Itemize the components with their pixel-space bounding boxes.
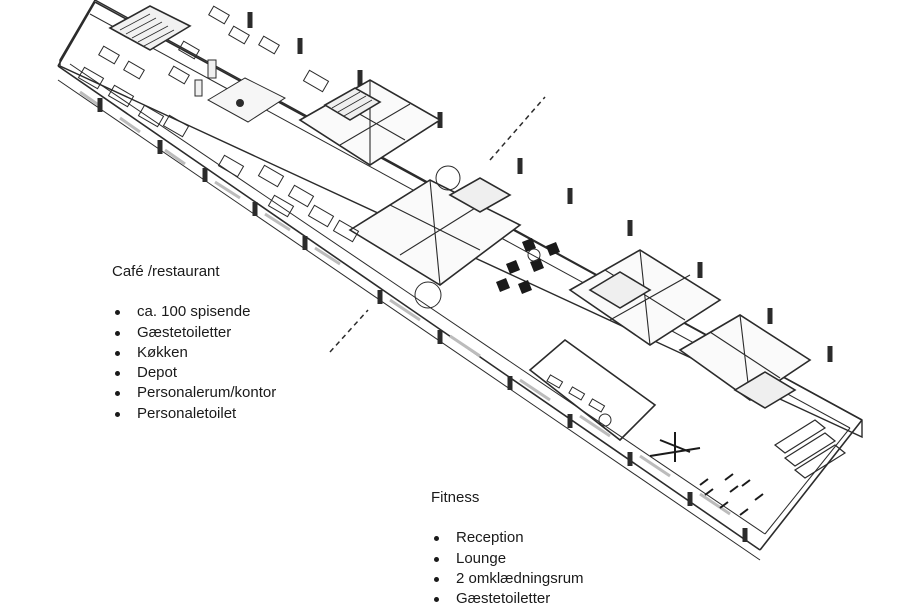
- bullet-icon: [115, 371, 120, 377]
- bullet-icon: [115, 310, 120, 316]
- round-table-1: [435, 165, 461, 191]
- column-2: [194, 79, 203, 97]
- bullet-icon: [434, 597, 439, 603]
- fitness-equipment: [649, 432, 764, 516]
- left-end-wall: [57, 1, 96, 67]
- lounge-table: [527, 248, 541, 262]
- front-wall-inner: [69, 63, 766, 535]
- column-1: [207, 59, 217, 79]
- fitness-lounge-seats: [546, 374, 612, 427]
- bullet-icon: [115, 411, 120, 417]
- list-item: Lounge: [431, 549, 584, 569]
- middle-partitions: [389, 179, 481, 286]
- bullet-icon: [115, 391, 120, 397]
- section-line-upper: [489, 96, 546, 161]
- round-table-2: [414, 281, 442, 309]
- list-item: ca. 100 spisende: [112, 302, 276, 322]
- right-end-wall: [759, 419, 863, 551]
- stair-core-2-steps: [331, 91, 373, 117]
- stair-core-5: [733, 371, 797, 409]
- list-item: Personaletoilet: [112, 404, 276, 424]
- front-windows: [79, 90, 731, 516]
- list-item: Gæstetoiletter: [112, 323, 276, 343]
- treadmills: [773, 419, 847, 479]
- bullet-icon: [115, 350, 120, 356]
- legend-cafe-list: ca. 100 spisende Gæstetoiletter Køkken D…: [112, 302, 276, 424]
- front-piers: [97, 98, 748, 542]
- front-wall-outer-base: [57, 79, 761, 561]
- legend-fitness-title: Fitness: [431, 489, 480, 506]
- list-item: Køkken: [112, 343, 276, 363]
- section-cut-lines: [329, 96, 546, 353]
- stair-core-3: [448, 177, 512, 213]
- list-item: Depot: [112, 363, 276, 383]
- cafe-tables: [77, 5, 360, 243]
- legend-cafe: Café /restaurant ca. 100 spisende Gæstet…: [112, 262, 276, 424]
- bullet-icon: [434, 536, 439, 542]
- bullet-icon: [434, 556, 439, 562]
- lounge-room: [528, 338, 657, 442]
- list-item: Reception: [431, 528, 584, 548]
- furniture: [77, 5, 847, 516]
- list-item: 2 omklædningsrum: [431, 569, 584, 589]
- front-wall: [57, 65, 761, 551]
- interior-walls: [108, 5, 812, 442]
- list-item: Personalerum/kontor: [112, 383, 276, 403]
- bullet-icon: [434, 576, 439, 582]
- stair-core-1-steps: [119, 13, 175, 47]
- legend-fitness: Fitness Reception Lounge 2 omklædningsru…: [431, 488, 584, 609]
- bullet-icon: [115, 330, 120, 336]
- section-line-lower: [329, 309, 369, 353]
- lounge-chairs: [496, 238, 560, 294]
- buffet-center: [236, 99, 244, 107]
- buffet-island: [206, 77, 287, 123]
- list-item: Gæstetoiletter: [431, 589, 584, 609]
- legend-fitness-list: Reception Lounge 2 omklædningsrum Gæstet…: [431, 528, 584, 609]
- legend-cafe-title: Café /restaurant: [112, 263, 220, 280]
- stair-core-4: [588, 271, 652, 309]
